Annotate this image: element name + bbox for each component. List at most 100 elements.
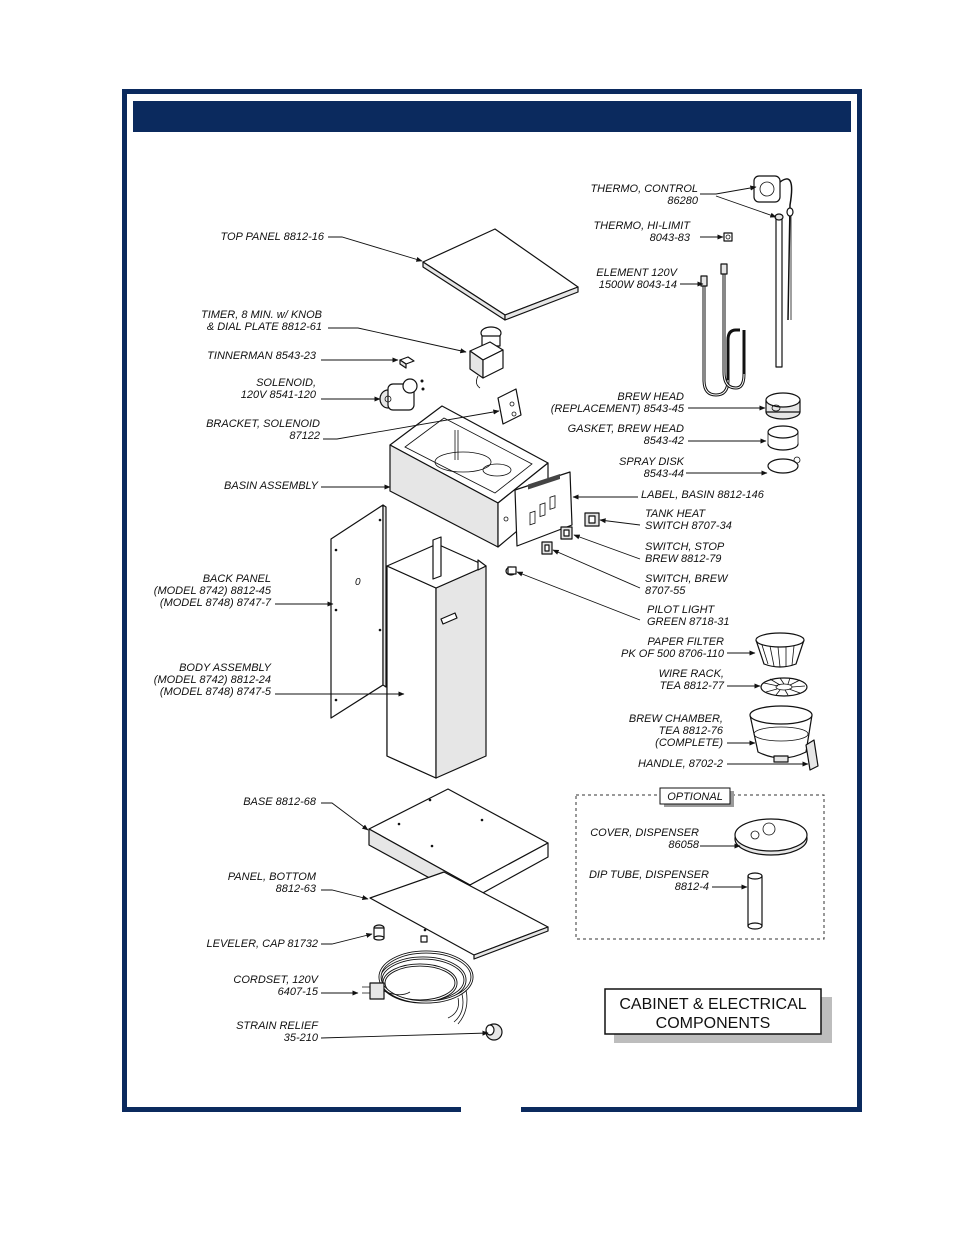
- label-line: GREEN 8718-31: [647, 616, 730, 628]
- label-line: 86280: [667, 195, 698, 207]
- label-line: PANEL, BOTTOM: [228, 871, 317, 883]
- label-wire-rack: WIRE RACK, TEA 8812-77: [659, 668, 725, 692]
- label-line: BRACKET, SOLENOID: [206, 418, 320, 430]
- label-line: TANK HEAT: [645, 508, 706, 520]
- label-line: LABEL, BASIN 8812-146: [641, 489, 765, 501]
- label-body-assembly: BODY ASSEMBLY (MODEL 8742) 8812-24 (MODE…: [154, 662, 272, 698]
- frame-gap: [461, 1104, 521, 1114]
- label-line: BACK PANEL: [203, 573, 271, 585]
- label-switch-brew: SWITCH, BREW 8707-55: [645, 573, 729, 597]
- label-base: BASE 8812-68: [243, 796, 317, 808]
- label-basin-part: [514, 471, 573, 547]
- label-dip-tube: DIP TUBE, DISPENSER 8812-4: [589, 869, 709, 893]
- label-timer: TIMER, 8 MIN. w/ KNOB & DIAL PLATE 8812-…: [201, 309, 322, 333]
- bracket-solenoid-part: [497, 388, 522, 425]
- label-basin-assembly: BASIN ASSEMBLY: [224, 480, 319, 492]
- switch-stop-brew-part: [560, 526, 573, 540]
- label-line: (MODEL 8742) 8812-24: [154, 674, 271, 686]
- label-gasket-brew-head: GASKET, BREW HEAD 8543-42: [568, 423, 684, 447]
- label-line: DIP TUBE, DISPENSER: [589, 869, 709, 881]
- label-leveler-cap: LEVELER, CAP 81732: [207, 938, 319, 950]
- thermo-control-part: [753, 175, 794, 321]
- label-bracket-solenoid: BRACKET, SOLENOID 87122: [206, 418, 320, 442]
- label-line: 35-210: [284, 1032, 319, 1044]
- label-line: ELEMENT 120V: [596, 267, 678, 279]
- panel-bottom-part: [369, 871, 549, 960]
- timer-part: [469, 326, 504, 389]
- label-tinnerman: TINNERMAN 8543-23: [207, 350, 317, 362]
- label-line: (MODEL 8742) 8812-45: [154, 585, 272, 597]
- brew-head-part: [765, 392, 801, 420]
- paper-filter-part: [755, 632, 805, 668]
- label-element: ELEMENT 120V 1500W 8043-14: [596, 267, 678, 291]
- label-line: THERMO, HI-LIMIT: [593, 220, 691, 232]
- tank-heat-switch-part: [584, 512, 600, 527]
- label-line: BASIN ASSEMBLY: [224, 480, 319, 492]
- label-label-basin: LABEL, BASIN 8812-146: [641, 489, 765, 501]
- label-paper-filter: PAPER FILTER PK OF 500 8706-110: [621, 636, 725, 660]
- label-strain-relief: STRAIN RELIEF 35-210: [236, 1020, 319, 1044]
- label-line: SWITCH, BREW: [645, 573, 729, 585]
- label-line: TOP PANEL 8812-16: [220, 231, 324, 243]
- label-line: TIMER, 8 MIN. w/ KNOB: [201, 309, 322, 321]
- label-line: CORDSET, 120V: [233, 974, 319, 986]
- element-part: [700, 213, 784, 397]
- brew-chamber-part: [749, 705, 813, 763]
- label-line: TINNERMAN 8543-23: [207, 350, 317, 362]
- top-panel-part: [422, 228, 579, 321]
- label-line: 8543-42: [644, 435, 684, 447]
- label-line: (MODEL 8748) 8747-7: [160, 597, 272, 609]
- label-back-panel: BACK PANEL (MODEL 8742) 8812-45 (MODEL 8…: [154, 573, 272, 609]
- title-box: CABINET & ELECTRICAL COMPONENTS: [604, 988, 832, 1043]
- label-line: SOLENOID,: [256, 377, 316, 389]
- label-brew-chamber: BREW CHAMBER, TEA 8812-76 (COMPLETE): [629, 713, 724, 749]
- label-cover-dispenser: COVER, DISPENSER 86058: [590, 827, 700, 851]
- cordset-part: [362, 950, 474, 1025]
- label-line: BASE 8812-68: [243, 796, 317, 808]
- label-line: TEA 8812-76: [659, 725, 724, 737]
- pilot-light-part: [505, 566, 517, 576]
- label-line: 120V 8541-120: [241, 389, 317, 401]
- label-line: SWITCH 8707-34: [645, 520, 732, 532]
- label-line: BREW HEAD: [617, 391, 684, 403]
- label-line: BREW CHAMBER,: [629, 713, 723, 725]
- cover-dispenser-part: [734, 818, 808, 856]
- label-line: LEVELER, CAP 81732: [207, 938, 319, 950]
- label-top-panel: TOP PANEL 8812-16: [220, 231, 324, 243]
- label-line: SPRAY DISK: [619, 456, 685, 468]
- label-line: (COMPLETE): [655, 737, 723, 749]
- body-assembly-part: [386, 536, 487, 779]
- thermo-hilimit-part: [723, 232, 733, 242]
- label-spray-disk: SPRAY DISK 8543-44: [619, 456, 685, 480]
- label-line: 8543-44: [644, 468, 684, 480]
- label-handle: HANDLE, 8702-2: [638, 758, 723, 770]
- label-line: (MODEL 8748) 8747-5: [160, 686, 272, 698]
- label-line: 87122: [289, 430, 320, 442]
- label-switch-stop-brew: SWITCH, STOP BREW 8812-79: [645, 541, 725, 565]
- label-line: GASKET, BREW HEAD: [568, 423, 684, 435]
- label-line: 8707-55: [645, 585, 686, 597]
- header-bar: [133, 101, 851, 132]
- label-line: HANDLE, 8702-2: [638, 758, 723, 770]
- label-line: WIRE RACK,: [659, 668, 724, 680]
- switch-brew-part: [541, 541, 553, 555]
- label-panel-bottom: PANEL, BOTTOM 8812-63: [228, 871, 317, 895]
- optional-box: OPTIONAL: [575, 787, 825, 940]
- strain-relief-part: [485, 1023, 503, 1041]
- label-line: (REPLACEMENT) 8543-45: [551, 403, 685, 415]
- label-line: 8043-83: [650, 232, 691, 244]
- leveler-cap-part: [373, 924, 428, 943]
- label-line: BODY ASSEMBLY: [179, 662, 272, 674]
- label-thermo-hilimit: THERMO, HI-LIMIT 8043-83: [593, 220, 691, 244]
- spray-disk-part: [767, 456, 801, 474]
- tinnerman-part: [399, 356, 415, 369]
- label-line: 6407-15: [278, 986, 319, 998]
- label-line: SWITCH, STOP: [645, 541, 725, 553]
- wire-rack-part: [760, 677, 808, 697]
- leader-lines: [275, 185, 809, 1039]
- gasket-part: [767, 425, 799, 451]
- label-line: 86058: [668, 839, 699, 851]
- label-line: THERMO, CONTROL: [590, 183, 698, 195]
- label-brew-head: BREW HEAD (REPLACEMENT) 8543-45: [551, 391, 685, 415]
